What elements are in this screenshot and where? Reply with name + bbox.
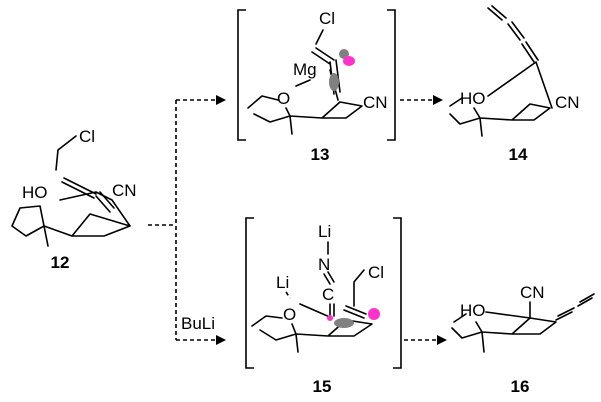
c15-number: 15 [313,377,332,396]
c16-ring-skeleton [451,311,557,353]
c16-hydroxyl-label: HO [460,301,486,320]
c15-left-bracket [245,217,254,369]
c13-ring-skeleton [247,69,363,135]
c15-oxygen-label: O [283,305,296,324]
c12-number: 12 [51,253,70,272]
c15-orbital-magenta [368,308,380,320]
intermediate-13: Cl Mg O CN 13 [237,9,396,164]
c15-chlorine-label: Cl [368,263,384,282]
c15-right-bracket [393,217,402,369]
c12-chloromethyl-bond [55,135,77,171]
c14-number: 14 [509,145,528,164]
c12-allene-bonds [61,177,115,213]
c14-nitrile-label: CN [555,93,580,112]
c16-nitrile-label: CN [520,283,545,302]
c15-orbital-magenta-small [327,315,333,321]
arrow-to-13-head [216,95,226,105]
arrow-to-15-head [216,335,226,345]
product-16: CN HO 16 [451,283,595,396]
c15-ketenimine-bonds [323,271,335,317]
c13-orbital-gray-lower [329,73,339,91]
c15-chloromethyl-bond [353,269,365,307]
intermediate-15: Li N Li C Cl O 15 [245,217,402,396]
arrow-13-to-14 [400,95,443,105]
c13-left-bracket [237,9,246,141]
branch-connector: BuLi [148,95,226,345]
c15-orbital-gray [334,318,354,328]
c13-oxygen-label: O [277,89,290,108]
c13-right-bracket [387,9,396,141]
c16-number: 16 [511,377,530,396]
arrow-15-to-16 [404,335,447,345]
c15-lithium-top-label: Li [318,222,331,241]
c12-chlorine-label: Cl [79,127,95,146]
c16-allene-bonds [555,293,595,321]
c15-nitrogen-label: N [318,255,330,274]
c13-magnesium-label: Mg [293,60,317,79]
c15-ring-skeleton [251,303,373,353]
c13-nitrile-label: CN [363,93,388,112]
c12-ring-skeleton [11,191,131,247]
c15-alkene-bond [343,305,367,319]
c15-carbon-label: C [322,285,334,304]
c13-chloromethyl-bond [315,29,324,45]
compound-12: Cl HO CN 12 [11,127,137,272]
reagent-buli: BuLi [181,314,215,333]
c13-orbital-magenta [343,56,355,66]
c12-hydroxyl-label: HO [22,183,48,202]
c13-cumulene-bonds [311,47,341,95]
c15-lithium-left-label: Li [276,273,289,292]
c13-number: 13 [311,145,330,164]
c14-hydroxyl-label: HO [460,89,486,108]
c12-nitrile-label: CN [112,181,137,200]
c14-allene-bonds [487,5,539,63]
c13-chlorine-label: Cl [319,9,335,28]
c15-li-o-coordination [285,291,291,299]
product-14: HO CN 14 [449,5,580,164]
c14-ring-skeleton [449,61,553,137]
